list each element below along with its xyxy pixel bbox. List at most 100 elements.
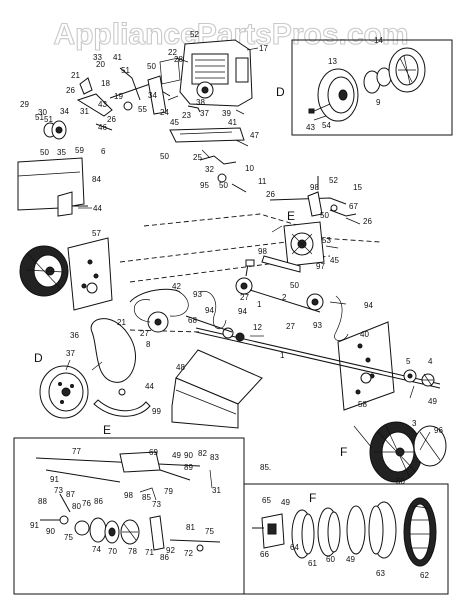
callout-label: 27 xyxy=(140,329,149,338)
inset-f-parts xyxy=(252,497,437,567)
callout-label: 33 xyxy=(93,53,102,62)
callout-label: 64 xyxy=(290,543,299,552)
callout-label: 26 xyxy=(107,115,116,124)
callout-label: 38 xyxy=(196,98,205,107)
callout-label: 79 xyxy=(164,487,173,496)
callout-label: 86 xyxy=(160,553,169,562)
callout-label: 32 xyxy=(205,165,214,174)
callout-label: 44 xyxy=(93,204,102,213)
callout-label: 98 xyxy=(310,183,319,192)
callout-label: 90 xyxy=(46,527,55,536)
callout-label: 24 xyxy=(160,108,169,117)
inset-d-box xyxy=(291,39,453,136)
callout-label: 63 xyxy=(376,569,385,578)
callout-label: 88 xyxy=(38,497,47,506)
callout-label: 20 xyxy=(96,60,105,69)
callout-label: 48 xyxy=(176,363,185,372)
callout-label: 52 xyxy=(329,176,338,185)
callout-label: 45 xyxy=(330,256,339,265)
callout-label: 50 xyxy=(320,211,329,220)
callout-label: 18 xyxy=(101,79,110,88)
callout-label: 45 xyxy=(170,118,179,127)
callout-label: 69 xyxy=(149,448,158,457)
callout-label: 44 xyxy=(145,382,154,391)
callout-label: 21 xyxy=(117,318,126,327)
callout-label: 50 xyxy=(290,281,299,290)
callout-label: 54 xyxy=(322,121,331,130)
callout-label: 36 xyxy=(70,331,79,340)
right-side-plate-40 xyxy=(337,321,395,411)
callout-label: 51 xyxy=(121,66,130,75)
callout-label: 37 xyxy=(200,109,209,118)
sprockets-and-chains xyxy=(129,259,349,341)
drive-plate-48 xyxy=(171,349,263,429)
callout-label: 8 xyxy=(146,340,151,349)
callout-label: 99 xyxy=(152,407,161,416)
axle-1 xyxy=(195,327,441,389)
callout-label: 83 xyxy=(210,453,219,462)
callout-label: 50 xyxy=(160,152,169,161)
callout-label: 71 xyxy=(145,548,154,557)
rear-bracket-bar xyxy=(169,127,247,193)
callout-label: 22 xyxy=(168,48,177,57)
callout-label: 12 xyxy=(253,323,262,332)
leader-lines xyxy=(65,47,431,451)
callout-label: 68 xyxy=(188,316,197,325)
callout-label: 14 xyxy=(374,36,383,45)
callout-label: 4 xyxy=(428,357,433,366)
callout-label: 27 xyxy=(286,322,295,331)
callout-label: 50 xyxy=(147,62,156,71)
engine xyxy=(159,39,253,107)
callout-label: 80 xyxy=(72,502,81,511)
callout-label: 31 xyxy=(212,486,221,495)
callout-label: 1 xyxy=(280,351,285,360)
callout-label: 1 xyxy=(257,300,262,309)
callout-label: 43 xyxy=(306,123,315,132)
callout-label: 81 xyxy=(186,523,195,532)
callout-label: 72 xyxy=(184,549,193,558)
shield-84 xyxy=(17,157,88,217)
handle-linkage xyxy=(269,176,357,217)
callout-label: 37 xyxy=(66,349,75,358)
belt-guard-99 xyxy=(93,388,151,417)
callout-label: 98 xyxy=(124,491,133,500)
callout-label: 85. xyxy=(260,463,271,472)
callout-label: 55 xyxy=(138,105,147,114)
callout-label: 98 xyxy=(258,247,267,256)
callout-label: 60 xyxy=(326,555,335,564)
callout-label: 25 xyxy=(193,153,202,162)
callout-label: 93 xyxy=(193,290,202,299)
callout-labels: 17 20 33 41 22 52 50 28 51 21 26 19 18 4… xyxy=(20,30,443,580)
callout-label: 13 xyxy=(328,57,337,66)
callout-label: 89 xyxy=(184,463,193,472)
inset-f-box xyxy=(243,483,449,595)
callout-label: 26 xyxy=(363,217,372,226)
callout-label: 52 xyxy=(190,30,199,39)
callout-label: 50 xyxy=(40,148,49,157)
callout-label: 6 xyxy=(101,147,106,156)
section-letter-d-top: D xyxy=(276,85,285,99)
callout-label: 15 xyxy=(353,183,362,192)
control-linkage-upper xyxy=(43,67,201,140)
callout-label: 23 xyxy=(182,111,191,120)
callout-label: 90 xyxy=(184,451,193,460)
callout-label: 57 xyxy=(92,229,101,238)
callout-label: 66 xyxy=(260,550,269,559)
belt-36 xyxy=(90,318,136,383)
right-wheel-f xyxy=(369,421,447,483)
pulley-assembly-d xyxy=(308,47,426,122)
callout-label: 26 xyxy=(66,86,75,95)
callout-label: 41 xyxy=(228,118,237,127)
callout-label: 61 xyxy=(308,559,317,568)
callout-label: 34 xyxy=(148,91,157,100)
pulley-37 xyxy=(39,365,89,419)
callout-label: 94 xyxy=(238,307,247,316)
left-wheel xyxy=(19,245,69,297)
callout-label: 30 xyxy=(38,108,47,117)
callout-label: 78 xyxy=(128,547,137,556)
callout-label: 73 xyxy=(152,500,161,509)
section-letter-d-lower: D xyxy=(34,351,43,365)
callout-label: 59 xyxy=(75,146,84,155)
callout-label: 75 xyxy=(64,533,73,542)
